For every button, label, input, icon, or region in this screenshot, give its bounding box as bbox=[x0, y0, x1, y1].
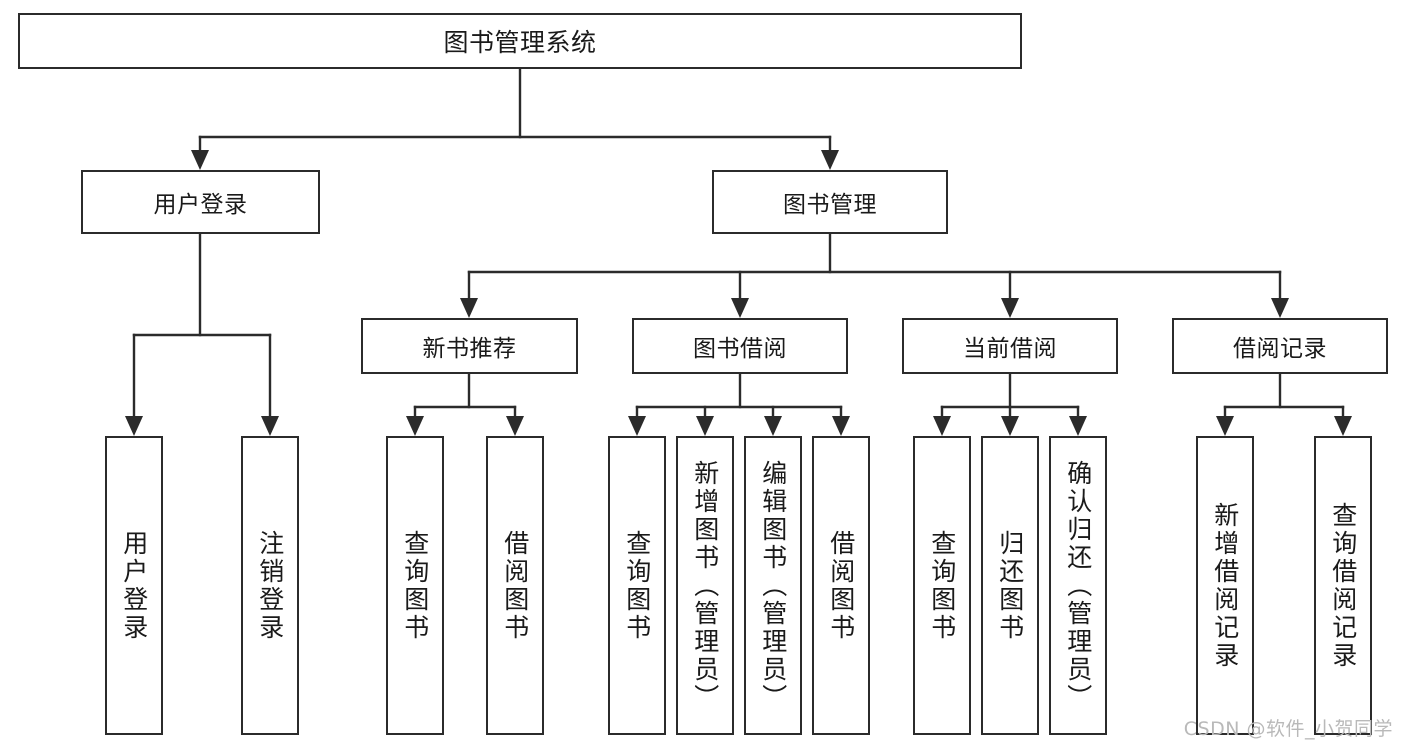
node-leaf-query-book-2-label: 查询图书 bbox=[622, 529, 652, 642]
node-leaf-edit-book-label: 编辑图书（管理员） bbox=[758, 459, 788, 712]
node-root[interactable]: 图书管理系统 bbox=[18, 13, 1022, 69]
node-leaf-user-logout-label: 注销登录 bbox=[255, 529, 285, 642]
node-leaf-edit-book[interactable]: 编辑图书（管理员） bbox=[744, 436, 802, 735]
node-current-borrow[interactable]: 当前借阅 bbox=[902, 318, 1118, 374]
node-leaf-return-book-label: 归还图书 bbox=[995, 529, 1025, 642]
node-leaf-confirm-return[interactable]: 确认归还（管理员） bbox=[1049, 436, 1107, 735]
node-leaf-query-book-3[interactable]: 查询图书 bbox=[913, 436, 971, 735]
node-leaf-query-book-1[interactable]: 查询图书 bbox=[386, 436, 444, 735]
connector-root-to-level2 bbox=[191, 67, 839, 170]
node-leaf-add-book-label: 新增图书（管理员） bbox=[690, 459, 720, 712]
node-leaf-borrow-book-2-label: 借阅图书 bbox=[826, 529, 856, 642]
node-leaf-user-login[interactable]: 用户登录 bbox=[105, 436, 163, 735]
node-book-manage-label: 图书管理 bbox=[783, 192, 877, 218]
node-borrow-record-label: 借阅记录 bbox=[1233, 336, 1327, 362]
node-book-borrow-label: 图书借阅 bbox=[693, 336, 787, 362]
node-user-login[interactable]: 用户登录 bbox=[81, 170, 320, 234]
node-root-label: 图书管理系统 bbox=[443, 28, 597, 57]
node-leaf-user-login-label: 用户登录 bbox=[119, 529, 149, 642]
node-leaf-query-book-3-label: 查询图书 bbox=[927, 529, 957, 642]
connector-bookmanage-to-level3 bbox=[460, 232, 1289, 318]
node-leaf-add-record-label: 新增借阅记录 bbox=[1210, 501, 1240, 670]
connector-borrowrecord-to-leaves bbox=[1216, 372, 1352, 436]
node-leaf-add-record[interactable]: 新增借阅记录 bbox=[1196, 436, 1254, 735]
node-leaf-user-logout[interactable]: 注销登录 bbox=[241, 436, 299, 735]
node-book-borrow[interactable]: 图书借阅 bbox=[632, 318, 848, 374]
node-current-borrow-label: 当前借阅 bbox=[963, 336, 1057, 362]
node-leaf-borrow-book-2[interactable]: 借阅图书 bbox=[812, 436, 870, 735]
node-leaf-add-book[interactable]: 新增图书（管理员） bbox=[676, 436, 734, 735]
node-borrow-record[interactable]: 借阅记录 bbox=[1172, 318, 1388, 374]
node-leaf-confirm-return-label: 确认归还（管理员） bbox=[1063, 459, 1093, 712]
node-leaf-query-record-label: 查询借阅记录 bbox=[1328, 501, 1358, 670]
node-leaf-query-record[interactable]: 查询借阅记录 bbox=[1314, 436, 1372, 735]
connector-userlogin-to-leaves bbox=[125, 232, 279, 436]
node-new-book-recommend-label: 新书推荐 bbox=[422, 336, 517, 362]
connector-currentborrow-to-leaves bbox=[933, 372, 1087, 436]
watermark-text: CSDN @软件_小贺同学 bbox=[1183, 718, 1393, 740]
node-leaf-return-book[interactable]: 归还图书 bbox=[981, 436, 1039, 735]
node-leaf-borrow-book-1[interactable]: 借阅图书 bbox=[486, 436, 544, 735]
node-user-login-label: 用户登录 bbox=[153, 192, 248, 218]
connector-newbook-to-leaves bbox=[406, 372, 524, 436]
node-leaf-borrow-book-1-label: 借阅图书 bbox=[500, 529, 530, 642]
node-new-book-recommend[interactable]: 新书推荐 bbox=[361, 318, 578, 374]
node-book-manage[interactable]: 图书管理 bbox=[712, 170, 948, 234]
node-leaf-query-book-2[interactable]: 查询图书 bbox=[608, 436, 666, 735]
node-leaf-query-book-1-label: 查询图书 bbox=[400, 529, 430, 642]
connector-bookborrow-to-leaves bbox=[628, 372, 850, 436]
